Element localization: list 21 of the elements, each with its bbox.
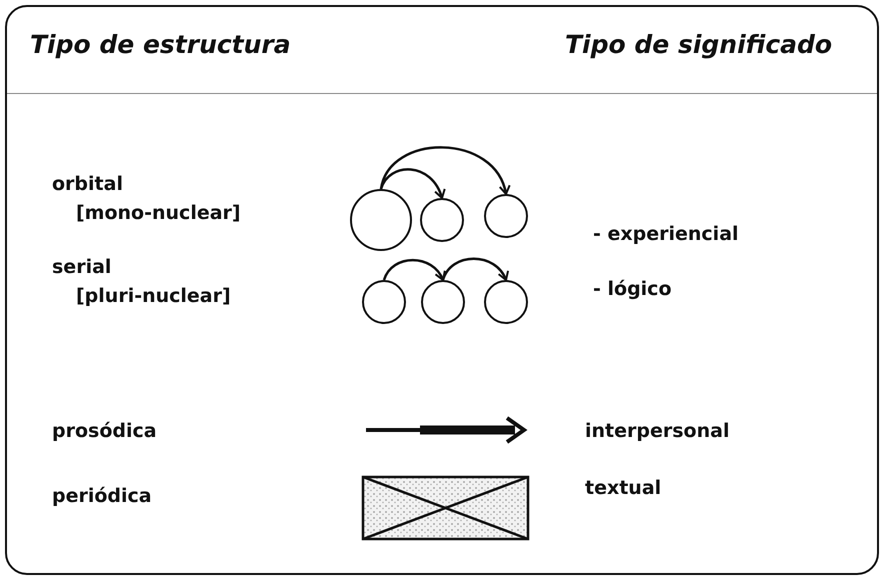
- column-heading: Tipo de significado: [565, 30, 832, 59]
- curved-arrow: [442, 258, 508, 281]
- row-label: periódica: [52, 485, 152, 507]
- row-label: orbital: [52, 173, 123, 195]
- row-label: interpersonal: [585, 420, 730, 442]
- row-label: serial: [52, 256, 112, 278]
- row-label: [mono-nuclear]: [76, 202, 241, 224]
- row-label: - experiencial: [593, 223, 739, 245]
- curved-arrow: [380, 146, 510, 195]
- circle-node: [362, 280, 406, 324]
- row-label: [pluri-nuclear]: [76, 285, 231, 307]
- row-label: textual: [585, 477, 662, 499]
- curved-arrow: [380, 168, 445, 199]
- circle-node: [421, 280, 465, 324]
- curved-arrow: [382, 258, 445, 281]
- row-label: prosódica: [52, 420, 157, 442]
- row-label: - lógico: [593, 278, 672, 300]
- circle-node: [484, 280, 528, 324]
- circle-node: [484, 194, 528, 238]
- column-heading: Tipo de estructura: [30, 30, 291, 59]
- circle-node: [420, 198, 464, 242]
